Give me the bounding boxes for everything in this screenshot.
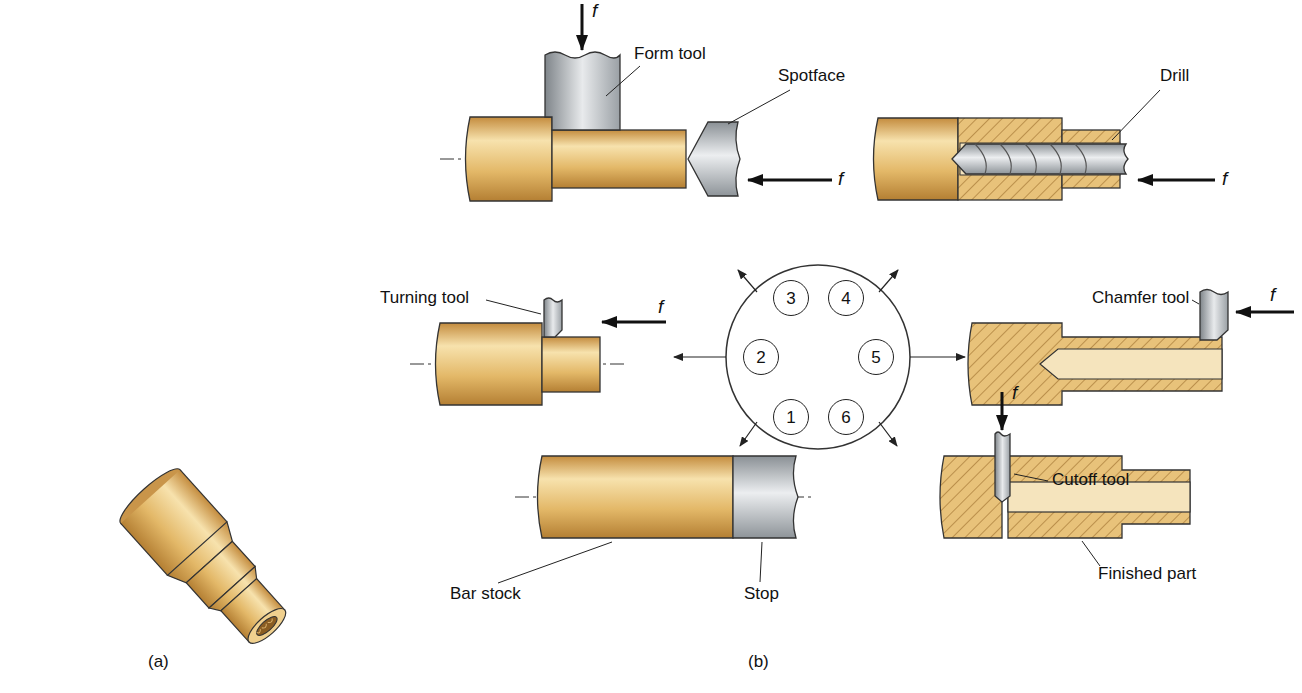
- feed-symbol: f: [592, 0, 597, 23]
- station-circle: 1: [773, 399, 809, 435]
- part-label: Cutoff tool: [1052, 470, 1129, 490]
- part-label: Finished part: [1098, 564, 1196, 584]
- part-label: Chamfer tool: [1092, 288, 1189, 308]
- station-number: 5: [871, 349, 880, 366]
- feed-symbol: f: [1012, 382, 1017, 405]
- feed-symbol: f: [838, 168, 843, 191]
- feed-symbol: f: [1270, 284, 1275, 307]
- part-label: Spotface: [778, 66, 845, 86]
- part-label: Form tool: [634, 44, 706, 64]
- station-number: 1: [786, 409, 795, 426]
- station-circle: 2: [743, 339, 779, 375]
- feed-symbol: f: [1222, 168, 1227, 191]
- station-circle: 3: [773, 280, 809, 316]
- part-label: Turning tool: [380, 288, 469, 308]
- station-circle: 4: [828, 280, 864, 316]
- station-number: 6: [841, 409, 850, 426]
- part-label: (a): [148, 652, 169, 672]
- part-label: Drill: [1160, 66, 1189, 86]
- station-circle: 5: [858, 339, 894, 375]
- station-number: 4: [841, 290, 850, 307]
- station-circle: 6: [828, 399, 864, 435]
- feed-symbol: f: [658, 296, 663, 319]
- part-label: (b): [748, 652, 769, 672]
- part-label: Stop: [744, 584, 779, 604]
- station-number: 3: [786, 290, 795, 307]
- part-label: Bar stock: [450, 584, 521, 604]
- station-number: 2: [756, 349, 765, 366]
